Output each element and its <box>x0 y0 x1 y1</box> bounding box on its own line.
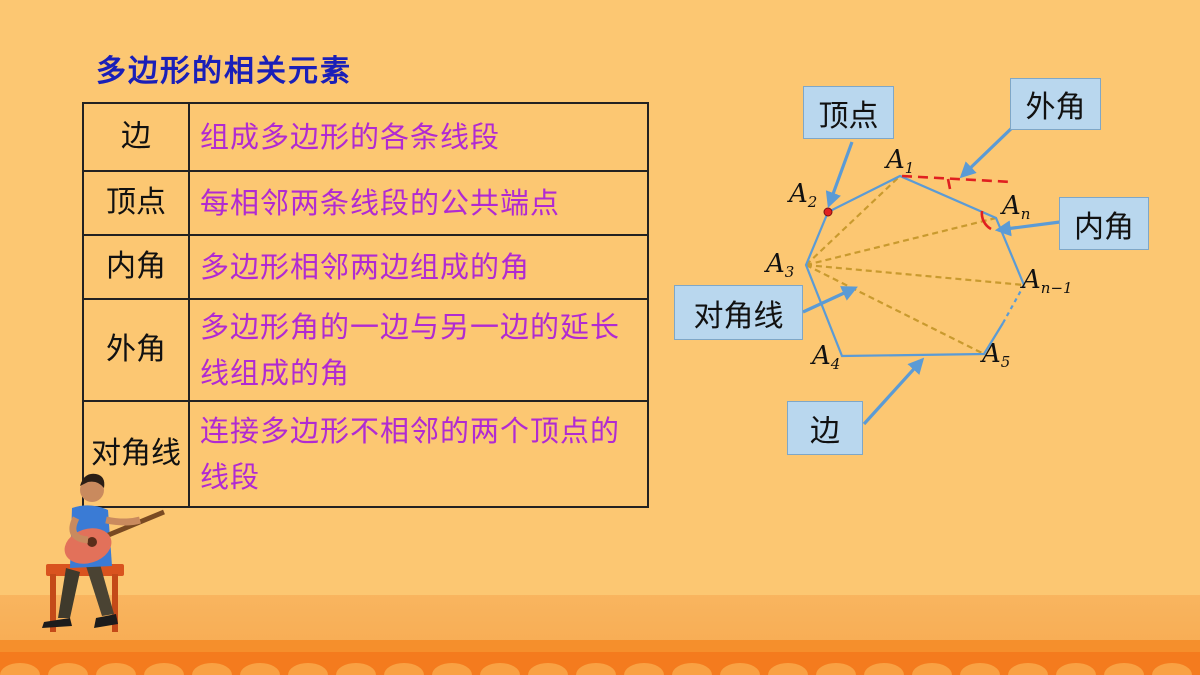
arrow-diagonal <box>802 286 858 314</box>
desc-cell: 每相邻两条线段的公共端点 <box>188 170 649 236</box>
exterior-angle-mark <box>946 178 952 190</box>
interior-angle-arc <box>980 210 992 231</box>
diagonal-a3-a5 <box>805 264 985 355</box>
callout-exterior-angle: 外角 <box>1010 78 1101 130</box>
vertex-label-a5: A5 <box>980 339 1010 371</box>
arrow-interior-angle <box>994 220 1061 237</box>
polygon-sides <box>804 174 1026 358</box>
desc-cell: 组成多边形的各条线段 <box>188 102 649 172</box>
arrow-vertex <box>825 141 854 209</box>
vertex-label-an: An <box>1000 191 1030 223</box>
polygon-elements-table: 边 组成多边形的各条线段 顶点 每相邻两条线段的公共端点 内角 多边形相邻两边组… <box>82 102 649 508</box>
page-title: 多边形的相关元素 <box>96 54 352 89</box>
vertex-label-a1: A1 <box>884 145 914 177</box>
term-cell: 对角线 <box>82 400 190 508</box>
term-cell: 顶点 <box>82 170 190 236</box>
polygon-diagram: A1 A2 A3 A4 A5 An An−1 <box>764 122 1073 426</box>
vertex-label-a2: A2 <box>787 179 817 211</box>
desc-cell: 多边形角的一边与另一边的延长线组成的角 <box>188 298 649 402</box>
diagonal-a3-an <box>805 216 997 267</box>
polygon-outline <box>804 174 1026 358</box>
callout-vertex: 顶点 <box>803 86 894 139</box>
term-cell: 外角 <box>82 298 190 402</box>
polygon-hidden-side <box>1002 284 1025 324</box>
vertex-point-marker <box>823 207 833 217</box>
callout-arrows <box>802 122 1061 426</box>
table-row: 内角 多边形相邻两边组成的角 <box>82 234 649 300</box>
diagonal-a3-an1 <box>805 263 1025 287</box>
table-row: 对角线 连接多边形不相邻的两个顶点的线段 <box>82 400 649 508</box>
vertex-label-a4: A4 <box>810 341 840 373</box>
callout-diagonal: 对角线 <box>674 285 803 340</box>
table-row: 外角 多边形角的一边与另一边的延长线组成的角 <box>82 298 649 402</box>
guitarist-illustration <box>42 473 165 632</box>
term-cell: 内角 <box>82 234 190 300</box>
vertex-label-a3: A3 <box>764 249 794 281</box>
desc-cell: 多边形相邻两边组成的角 <box>188 234 649 300</box>
table-row: 边 组成多边形的各条线段 <box>82 102 649 172</box>
diagonal-a3-a1 <box>805 175 901 266</box>
vertex-label-an-minus-1: An−1 <box>1020 265 1073 297</box>
side-extension-line <box>901 174 1013 184</box>
arrow-side <box>862 357 925 426</box>
desc-cell: 连接多边形不相邻的两个顶点的线段 <box>188 400 649 508</box>
term-cell: 边 <box>82 102 190 172</box>
arrow-exterior-angle <box>959 122 1018 179</box>
floor-scallop <box>0 652 1200 675</box>
callout-side: 边 <box>787 401 863 455</box>
callout-interior-angle: 内角 <box>1059 197 1149 250</box>
diagonal-lines <box>805 175 1025 355</box>
table-row: 顶点 每相邻两条线段的公共端点 <box>82 170 649 236</box>
